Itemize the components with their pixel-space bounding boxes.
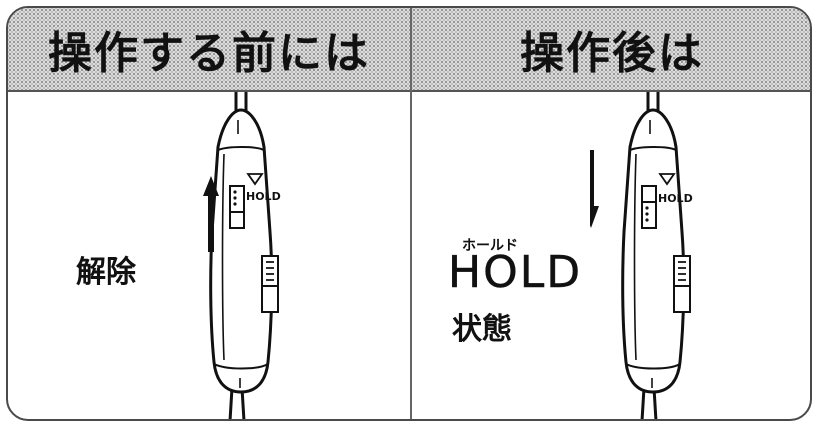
- lower-switch: [673, 255, 691, 287]
- hold-state-label: 状態: [452, 312, 512, 347]
- after-operation-title: 操作後は: [520, 28, 704, 79]
- controller-body: [209, 108, 274, 394]
- hold-ruby-text: ホールド: [462, 238, 518, 254]
- header-left: 操作する前には: [8, 8, 410, 90]
- header-bar: 操作する前には 操作後は: [8, 8, 810, 92]
- arrow-up-icon: [208, 192, 214, 252]
- device-hold-text: HOLD: [246, 190, 281, 203]
- triangle-marker-icon: [658, 173, 676, 186]
- hold-label: HOLD: [448, 247, 583, 299]
- remote-controller-before: HOLD: [203, 92, 281, 419]
- controller-body: [621, 108, 686, 394]
- arrow-down-icon: [590, 150, 594, 210]
- column-divider: [410, 8, 412, 419]
- before-operation-title: 操作する前には: [48, 28, 370, 79]
- triangle-marker-icon: [246, 173, 264, 186]
- lower-switch: [261, 255, 279, 287]
- diagram-frame: 操作する前には 操作後は 解除: [6, 6, 812, 421]
- before-panel: 解除: [8, 92, 410, 419]
- after-panel: ホールド HOLD 状態: [412, 92, 810, 419]
- header-right: 操作後は: [412, 8, 810, 90]
- remote-controller-after: HOLD: [590, 92, 693, 419]
- device-hold-text: HOLD: [658, 192, 693, 205]
- release-label: 解除: [76, 255, 136, 290]
- hold-switch-slider: [641, 201, 657, 229]
- hold-switch-slider: [229, 185, 245, 213]
